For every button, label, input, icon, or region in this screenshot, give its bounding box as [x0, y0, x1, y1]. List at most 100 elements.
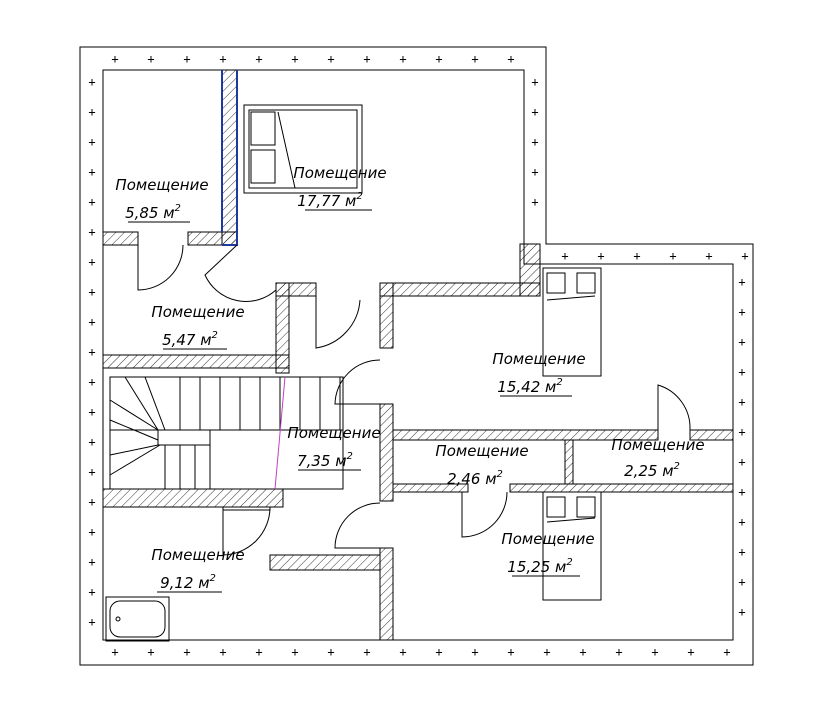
border-plus-mark: + [399, 645, 406, 659]
svg-text:Помещение: Помещение [501, 530, 594, 548]
border-plus-mark: + [255, 52, 262, 66]
border-plus-mark: + [88, 435, 95, 449]
border-plus-mark: + [738, 515, 745, 529]
svg-text:5,85 м2: 5,85 м2 [125, 203, 181, 222]
border-plus-mark: + [723, 645, 730, 659]
svg-text:2,25 м2: 2,25 м2 [624, 461, 680, 480]
border-plus-mark: + [88, 555, 95, 569]
room-label-2: Помещение 17,77 м2 [293, 164, 387, 211]
stair-step [109, 399, 159, 431]
border-plus-mark: + [363, 52, 370, 66]
svg-text:Помещение: Помещение [435, 442, 528, 460]
border-plus-mark: + [147, 52, 154, 66]
border-plus-mark: + [88, 345, 95, 359]
border-plus-mark: + [88, 135, 95, 149]
room-label-4: Помещение 15,42 м2 [492, 350, 586, 397]
border-plus-mark: + [88, 615, 95, 629]
room-label-6: Помещение 2,46 м2 [435, 442, 528, 488]
svg-text:Помещение: Помещение [492, 350, 585, 368]
room-label-1: Помещение 5,85 м2 [115, 176, 209, 223]
stair-step [109, 444, 159, 456]
bed-1 [243, 104, 363, 194]
border-plus-mark: + [88, 495, 95, 509]
border-plus-mark: + [507, 52, 514, 66]
border-plus-mark: + [561, 249, 568, 263]
walls [102, 69, 734, 641]
svg-text:Помещение: Помещение [115, 176, 208, 194]
border-plus-mark: + [579, 645, 586, 659]
stair-cut-line [274, 376, 286, 490]
border-plus-mark: + [147, 645, 154, 659]
border-plus-mark: + [738, 545, 745, 559]
border-plus-mark: + [183, 52, 190, 66]
border-plus-mark: + [738, 335, 745, 349]
stair-step [109, 419, 159, 441]
svg-text:15,25 м2: 15,25 м2 [507, 557, 572, 576]
bed-3 [542, 491, 602, 601]
room-label-7: Помещение 2,25 м2 [611, 436, 704, 480]
inner-perimeter [102, 69, 734, 641]
svg-text:Помещение: Помещение [293, 164, 386, 182]
border-plus-mark: + [88, 285, 95, 299]
border-plus-mark: + [615, 645, 622, 659]
border-plus-mark: + [471, 645, 478, 659]
border-plus-mark: + [738, 455, 745, 469]
border-plus-mark: + [88, 105, 95, 119]
border-marks: + + + + + + + + + + + + + + + + + + + + + + + + + + + + + + + + + + + + + + + +… [88, 52, 748, 659]
border-plus-mark: + [738, 485, 745, 499]
border-plus-mark: + [738, 575, 745, 589]
stair-step [144, 376, 166, 431]
border-plus-mark: + [738, 395, 745, 409]
border-plus-mark: + [435, 52, 442, 66]
border-plus-mark: + [531, 135, 538, 149]
border-plus-mark: + [471, 52, 478, 66]
border-plus-mark: + [738, 365, 745, 379]
svg-text:17,77 м2: 17,77 м2 [297, 191, 362, 210]
bed-2 [542, 267, 602, 377]
border-plus-mark: + [88, 225, 95, 239]
border-plus-mark: + [633, 249, 640, 263]
border-plus-mark: + [669, 249, 676, 263]
border-plus-mark: + [738, 605, 745, 619]
stair-step [124, 376, 159, 431]
border-plus-mark: + [291, 645, 298, 659]
border-plus-mark: + [255, 645, 262, 659]
room-label-3: Помещение 5,47 м2 [151, 303, 245, 350]
border-plus-mark: + [111, 52, 118, 66]
svg-text:2,46 м2: 2,46 м2 [447, 469, 503, 488]
stair-step [109, 444, 161, 476]
border-plus-mark: + [291, 52, 298, 66]
border-plus-mark: + [183, 645, 190, 659]
border-plus-mark: + [88, 315, 95, 329]
border-plus-mark: + [738, 425, 745, 439]
border-plus-mark: + [543, 645, 550, 659]
border-plus-mark: + [597, 249, 604, 263]
border-plus-mark: + [88, 195, 95, 209]
border-plus-mark: + [399, 52, 406, 66]
border-plus-mark: + [507, 645, 514, 659]
border-plus-mark: + [651, 645, 658, 659]
outer-boundary [79, 46, 754, 666]
svg-text:Помещение: Помещение [287, 424, 380, 442]
border-plus-mark: + [531, 195, 538, 209]
border-plus-mark: + [88, 375, 95, 389]
border-plus-mark: + [327, 645, 334, 659]
border-plus-mark: + [531, 165, 538, 179]
svg-text:Помещение: Помещение [151, 303, 244, 321]
border-plus-mark: + [738, 305, 745, 319]
border-plus-mark: + [88, 165, 95, 179]
border-plus-mark: + [88, 75, 95, 89]
svg-text:7,35 м2: 7,35 м2 [297, 451, 353, 470]
bathtub [105, 596, 170, 642]
border-plus-mark: + [435, 645, 442, 659]
border-plus-mark: + [705, 249, 712, 263]
room-label-9: Помещение 9,12 м2 [151, 546, 245, 593]
room-label-5: Помещение 7,35 м2 [287, 424, 381, 471]
border-plus-mark: + [531, 75, 538, 89]
border-plus-mark: + [88, 405, 95, 419]
border-plus-mark: + [88, 585, 95, 599]
room-label-8: Помещение 15,25 м2 [501, 530, 595, 577]
border-plus-mark: + [363, 645, 370, 659]
border-plus-mark: + [219, 52, 226, 66]
